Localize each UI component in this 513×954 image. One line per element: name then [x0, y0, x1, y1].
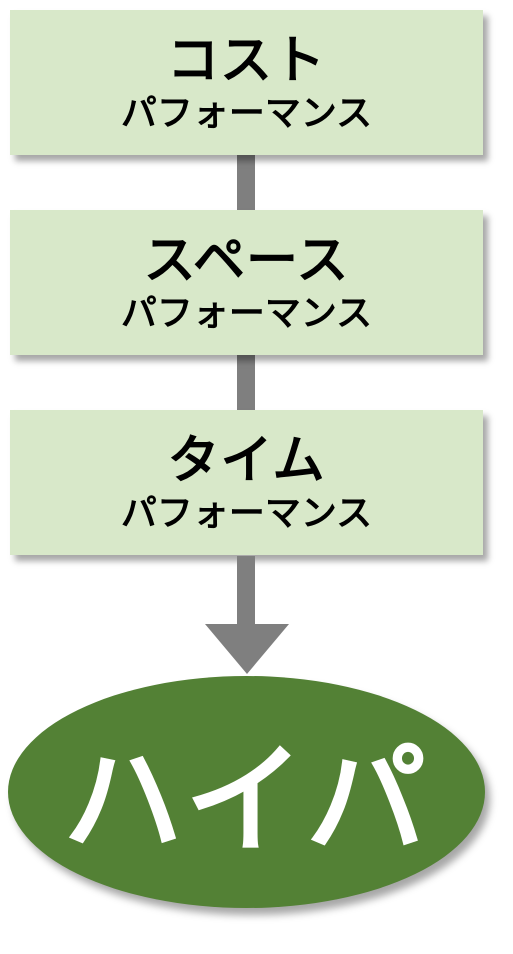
result-ellipse: ハイパ	[8, 676, 485, 908]
box-title: コスト	[166, 30, 326, 91]
connector-1-2	[237, 150, 255, 214]
box-subtitle: パフォーマンス	[120, 492, 373, 534]
cost-performance-box: コスト パフォーマンス	[10, 10, 483, 155]
arrow-shaft	[237, 556, 255, 626]
box-subtitle: パフォーマンス	[120, 292, 373, 334]
connector-2-3	[237, 350, 255, 414]
box-subtitle: パフォーマンス	[120, 92, 373, 134]
box-title: タイム	[167, 430, 326, 491]
space-performance-box: スペース パフォーマンス	[10, 210, 483, 355]
time-performance-box: タイム パフォーマンス	[10, 410, 483, 555]
result-label: ハイパ	[62, 732, 431, 871]
box-title: スペース	[143, 230, 350, 291]
arrow-down-icon	[205, 624, 289, 674]
